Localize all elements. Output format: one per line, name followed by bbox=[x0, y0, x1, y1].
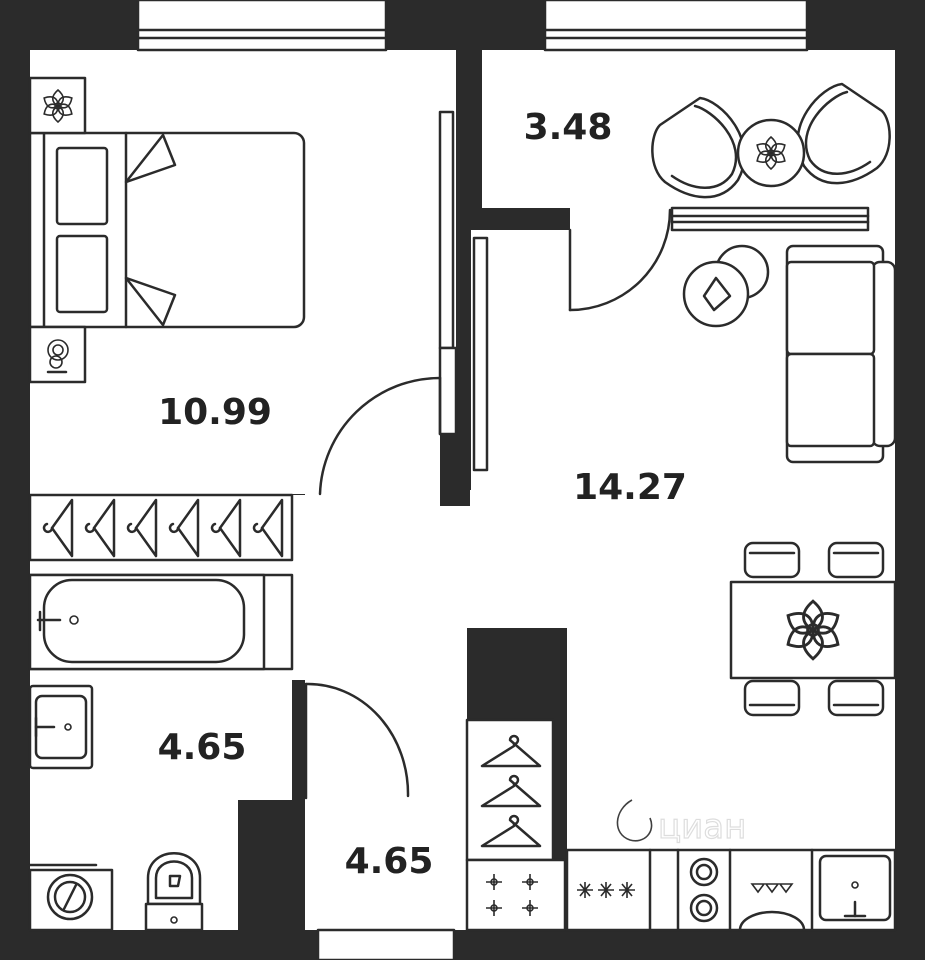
living-furniture bbox=[682, 244, 897, 464]
toilet-icon bbox=[144, 852, 204, 932]
sink-icon bbox=[818, 854, 892, 922]
closet bbox=[465, 718, 567, 932]
cooktop-icon bbox=[577, 882, 635, 898]
dishwasher-icon bbox=[738, 883, 806, 932]
balcony-area: 3.48 bbox=[524, 107, 613, 148]
dining-set bbox=[729, 541, 897, 717]
area-labels: 10.99 3.48 14.27 4.65 4.65 bbox=[158, 107, 687, 882]
wardrobe bbox=[28, 493, 294, 562]
oven-icon bbox=[689, 857, 719, 923]
windows bbox=[136, 0, 870, 960]
watermark: циан bbox=[616, 799, 747, 848]
lamp-icon bbox=[46, 339, 69, 374]
bathroom-area: 4.65 bbox=[158, 727, 247, 768]
stove-burner-icon bbox=[486, 874, 538, 916]
column bbox=[467, 628, 567, 720]
living-kitchen-area: 14.27 bbox=[573, 467, 687, 508]
kitchen bbox=[565, 848, 897, 932]
bedroom-area: 10.99 bbox=[158, 392, 272, 433]
hanger-icon bbox=[480, 814, 542, 848]
balcony-furniture bbox=[651, 82, 891, 199]
watermark-text: циан bbox=[658, 807, 746, 847]
washing-machine-icon bbox=[28, 863, 114, 932]
bedroom-furniture bbox=[28, 76, 306, 384]
shaft-wall bbox=[238, 800, 293, 930]
hallway-area: 4.65 bbox=[345, 841, 434, 882]
sink-icon bbox=[28, 684, 94, 770]
bathroom-fixtures bbox=[28, 573, 294, 932]
doors bbox=[304, 110, 672, 800]
